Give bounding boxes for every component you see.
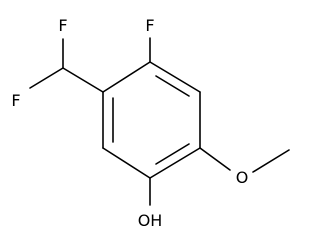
bond-methoxy-oxygen-to-methyl bbox=[252, 149, 290, 173]
top-fluorine-label: F bbox=[145, 16, 154, 35]
bond-ring-to-methoxy-oxygen bbox=[199, 147, 231, 171]
ring-double-bond-c1-c2 bbox=[155, 75, 190, 97]
ring-bond-c4-c5 bbox=[102, 147, 151, 179]
difluoromethyl-top-fluorine-label: F bbox=[58, 16, 67, 35]
structure-canvas: F F F OH O bbox=[11, 16, 290, 230]
ring-bond-c3-c4 bbox=[149, 147, 201, 179]
ring-double-bond-c3-c4 bbox=[155, 143, 190, 165]
hydroxyl-label: OH bbox=[138, 211, 163, 230]
bond-chf2-carbon-to-left-fluorine bbox=[29, 67, 64, 89]
methoxy-oxygen-label: O bbox=[236, 168, 249, 187]
ring-bond-c6-c1 bbox=[102, 61, 151, 93]
chemical-structure: F F F OH O bbox=[11, 16, 290, 230]
difluoromethyl-left-fluorine-label: F bbox=[11, 91, 20, 110]
bond-ring-to-chf2-carbon bbox=[62, 67, 104, 93]
ring-bond-c1-c2 bbox=[149, 61, 201, 93]
